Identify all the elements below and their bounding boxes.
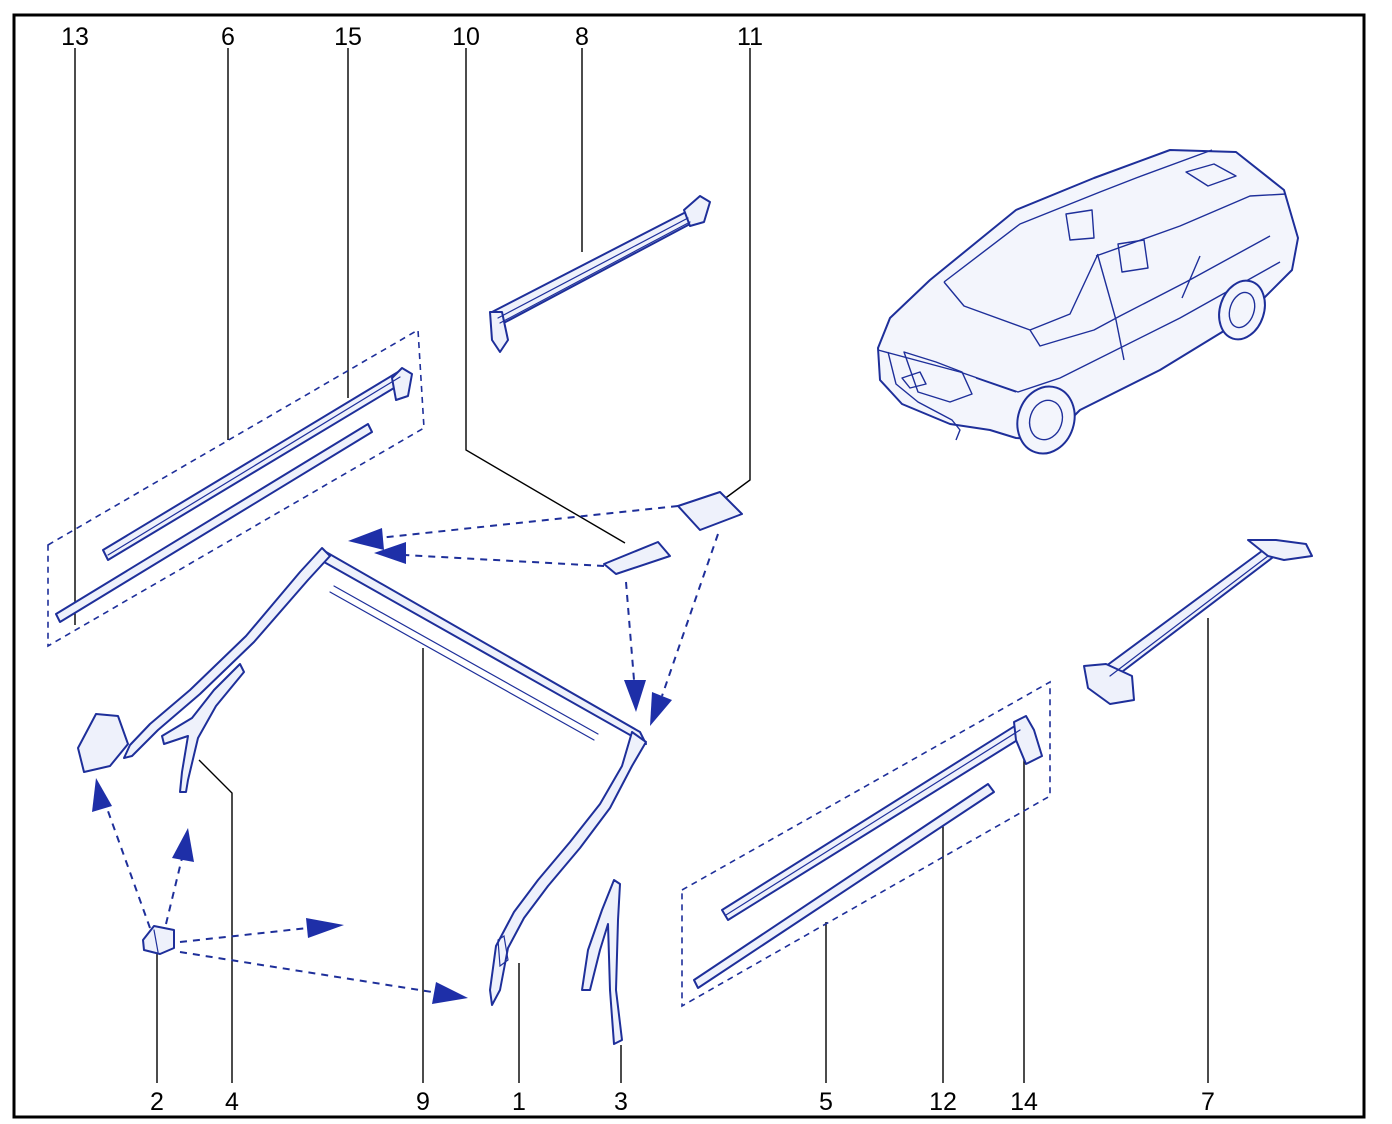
part-12-strip (693, 783, 995, 989)
part-11-pad (677, 491, 743, 531)
callout-13: 13 (61, 23, 89, 51)
diagram-frame (12, 13, 1366, 1119)
callout-1: 1 (512, 1088, 526, 1116)
front-wheel (1016, 385, 1076, 455)
assembly-arrows (92, 505, 719, 1004)
part-7-rail (1083, 539, 1313, 705)
callout-4: 4 (225, 1088, 239, 1116)
part-1-pillar (489, 731, 647, 1006)
part-3-seal (581, 879, 623, 1045)
leader-lines (74, 48, 1209, 1083)
callout-7: 7 (1201, 1088, 1215, 1116)
part-13-strip (55, 423, 373, 623)
callout-6: 6 (221, 23, 235, 51)
callout-3: 3 (614, 1088, 628, 1116)
part-10-pad (603, 541, 671, 575)
callout-5: 5 (819, 1088, 833, 1116)
part-14-end (1013, 715, 1043, 765)
callout-15: 15 (334, 23, 362, 51)
callout-14: 14 (1010, 1088, 1038, 1116)
callout-10: 10 (452, 23, 480, 51)
convertible-car-illustration (877, 149, 1299, 455)
part-2-clip (142, 925, 175, 955)
part-9-roof-frame (77, 547, 647, 1006)
callout-2: 2 (150, 1088, 164, 1116)
rear-wheel (1218, 279, 1266, 341)
part-frame-left-foot (77, 713, 129, 773)
callout-11: 11 (737, 23, 763, 51)
part-group-right-side-seals (681, 680, 1051, 1008)
callout-8: 8 (575, 23, 589, 51)
part-8-header-seal (489, 195, 711, 353)
part-group-left-side-seals (47, 328, 425, 648)
callout-9: 9 (416, 1088, 430, 1116)
callout-12: 12 (929, 1088, 957, 1116)
callout-labels: 13 6 15 10 8 11 2 4 9 1 3 5 12 14 7 (61, 23, 1215, 1116)
part-4-seal (161, 663, 245, 793)
